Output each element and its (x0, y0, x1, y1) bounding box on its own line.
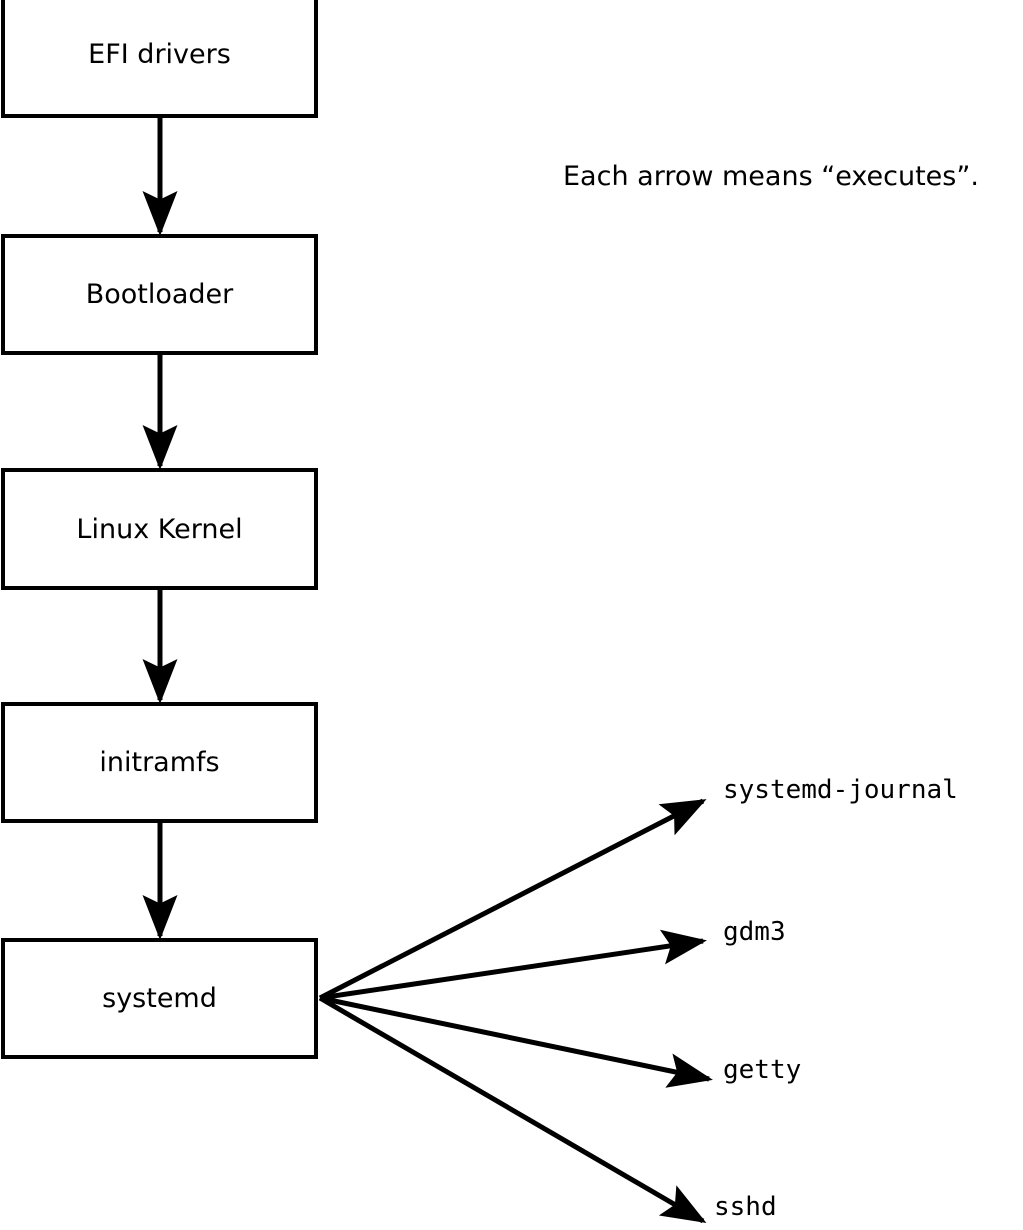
stage-label-efi-drivers: EFI drivers (88, 38, 231, 70)
fanout-arrow-sshd (318, 995, 707, 1224)
service-label-getty[interactable]: getty (723, 1055, 802, 1085)
stage-label-bootloader: Bootloader (85, 279, 234, 310)
stage-box-bootloader[interactable]: Bootloader (1, 234, 318, 355)
fanout-arrow-systemd-journal (318, 798, 707, 1001)
stage-label-linux-kernel: Linux Kernel (76, 513, 243, 545)
fanout-arrow-getty (319, 995, 713, 1088)
stage-box-systemd[interactable]: systemd (1, 938, 318, 1059)
fanout-arrow-gdm3 (319, 929, 707, 1001)
stage-box-efi-drivers[interactable]: EFI drivers (1, 0, 318, 118)
stage-box-initramfs[interactable]: initramfs (1, 702, 318, 823)
service-label-systemd-journal[interactable]: systemd-journal (723, 775, 958, 805)
stage-label-initramfs: initramfs (99, 747, 220, 778)
stage-box-linux-kernel[interactable]: Linux Kernel (1, 468, 318, 590)
service-label-sshd[interactable]: sshd (714, 1192, 777, 1222)
service-label-gdm3[interactable]: gdm3 (723, 917, 786, 947)
fanout-arrow-group (318, 798, 713, 1224)
diagram-caption: Each arrow means “executes”. (563, 161, 979, 192)
stage-label-systemd: systemd (102, 983, 217, 1014)
